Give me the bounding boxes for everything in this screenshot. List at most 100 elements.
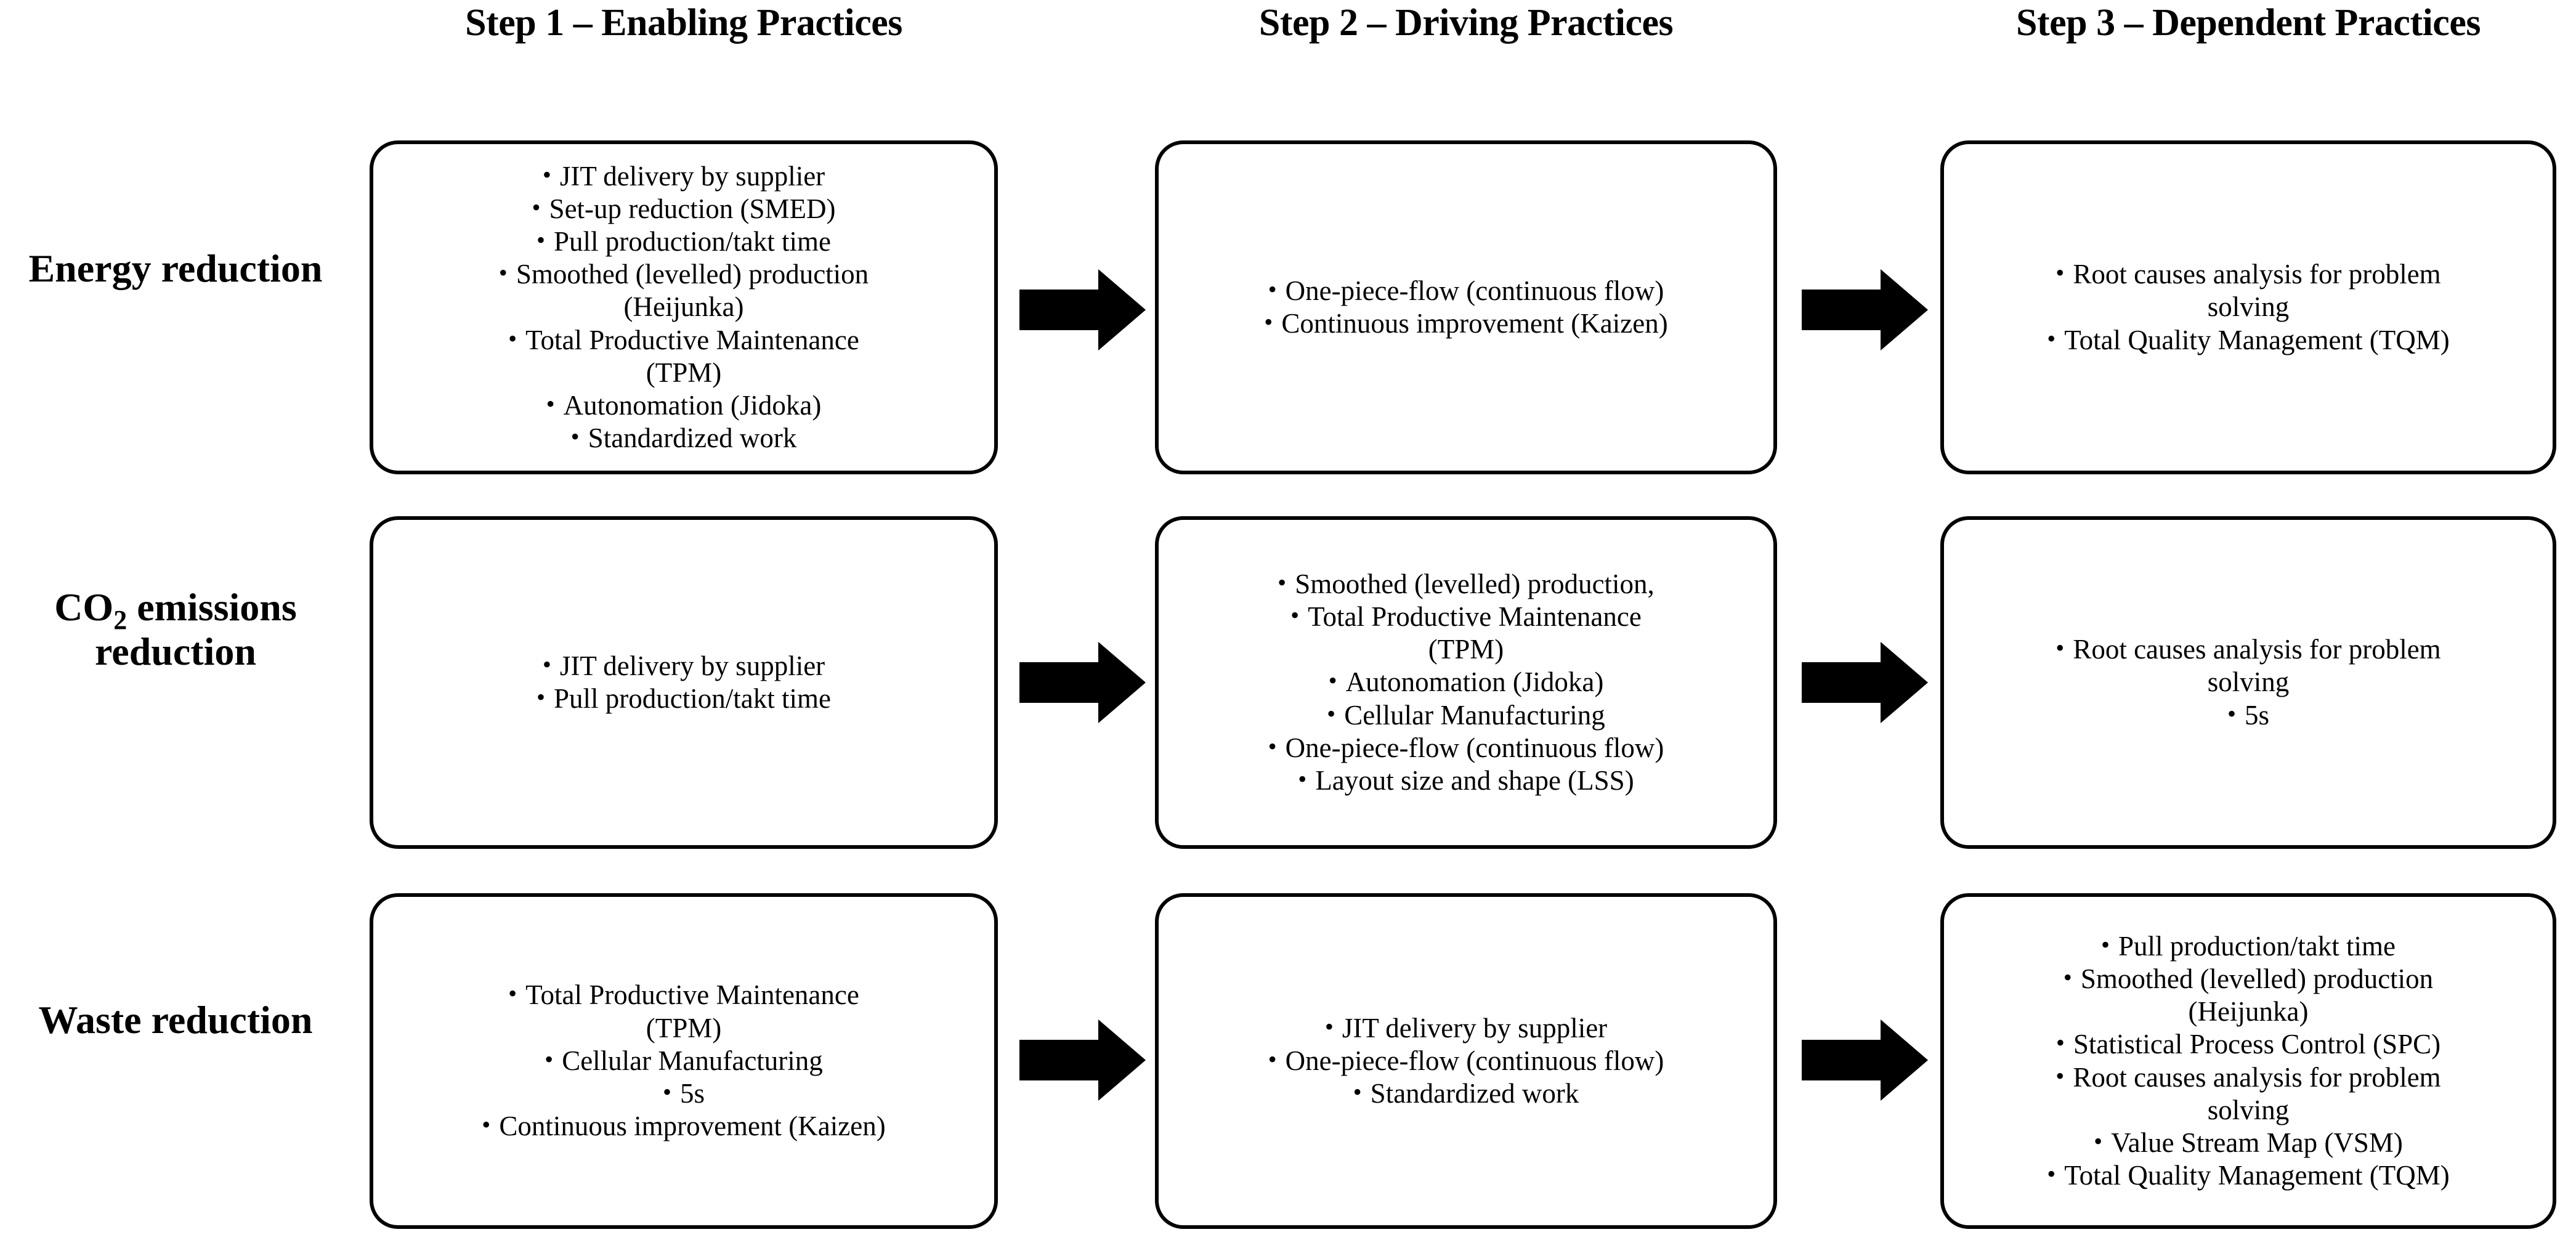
arrow-co2-step1-to-step2	[1019, 642, 1146, 723]
bullet-icon: •	[2056, 259, 2065, 287]
bullet-icon: •	[1264, 308, 1273, 336]
list-item-label: Layout size and shape (LSS)	[1315, 764, 1634, 796]
bullet-icon: •	[1328, 667, 1337, 695]
list-item: • Total Productive Maintenance (TPM)	[373, 979, 994, 1045]
list-item: •Value Stream Map (VSM)	[1944, 1127, 2553, 1159]
list-item: •Root causes analysis for problem solvin…	[1944, 1061, 2553, 1127]
list-item-label: Standardized work	[1370, 1078, 1579, 1109]
bullet-icon: •	[2047, 1160, 2056, 1188]
co2-label-main: CO	[54, 585, 114, 629]
bullet-list: •Total Productive Maintenance (TPM)•Cell…	[373, 979, 994, 1143]
practice-box-energy-step1: • JIT delivery by supplier•Set-up reducti…	[370, 140, 998, 474]
bullet-icon: •	[1268, 1045, 1277, 1073]
list-item: •Total Productive Maintenance (TPM)	[1159, 601, 1773, 666]
bullet-list: •Smoothed (levelled) production,•Total P…	[1159, 568, 1773, 797]
list-item: •Pull production/takt time	[373, 225, 994, 258]
list-item-label: 5s	[680, 1078, 705, 1109]
list-item: • Autonomation (Jidoka)	[1159, 666, 1773, 699]
list-item: • Total Productive Maintenance (TPM)	[373, 324, 994, 389]
list-item: •One-piece-flow (continuous flow)	[1159, 1045, 1773, 1077]
list-item-label: Pull production/takt time	[2118, 930, 2396, 962]
row-label-energy-reduction: Energy reduction	[28, 246, 323, 290]
bullet-list: • Pull production/takt time • Smoothed (lev…	[1944, 930, 2553, 1193]
practice-box-co2-step3: • Root causes analysis for problem solvin…	[1940, 516, 2556, 849]
list-item: • Continuous improvement (Kaizen)	[1159, 307, 1773, 340]
bullet-list: • JIT delivery by supplier•Set-up reducti…	[373, 160, 994, 455]
list-item-label: Standardized work	[588, 423, 797, 454]
list-item-label: Smoothed (levelled) production (Heijunka…	[2080, 963, 2434, 1027]
column-header-row: Step 1 – Enabling Practices Step 2 – Dri…	[0, 0, 2576, 139]
list-item: •Cellular Manufacturing	[373, 1045, 994, 1077]
bullet-icon: •	[482, 1111, 491, 1139]
list-item-label: One-piece-flow (continuous flow)	[1285, 732, 1664, 763]
bullet-icon: •	[537, 683, 546, 711]
list-item-label: Continuous improvement (Kaizen)	[499, 1111, 886, 1142]
bullet-icon: •	[2094, 1127, 2103, 1155]
list-item: • Root causes analysis for problem solvin…	[1944, 258, 2553, 324]
list-item-label: Pull production/takt time	[554, 226, 831, 257]
list-item-label: Total Productive Maintenance (TPM)	[525, 324, 859, 388]
practice-box-co2-step1: •JIT delivery by supplier•Pull productio…	[370, 516, 998, 849]
bullet-list: •JIT delivery by supplier•Pull productio…	[373, 650, 994, 716]
list-item-label: Pull production/takt time	[554, 683, 831, 714]
bullet-icon: •	[542, 650, 551, 678]
list-item-label: 5s	[2245, 699, 2270, 731]
list-item-label: Continuous improvement (Kaizen)	[1281, 308, 1668, 339]
bullet-list: • Root causes analysis for problem solvin…	[1944, 258, 2553, 357]
list-item-label: JIT delivery by supplier	[1342, 1012, 1608, 1043]
arrow-waste-step1-to-step2	[1019, 1019, 1146, 1101]
list-item-label: Smoothed (levelled) production,	[1295, 568, 1655, 599]
bullet-icon: •	[1327, 699, 1336, 727]
arrow-energy-step2-to-step3	[1802, 269, 1928, 351]
list-item-label: Total Productive Maintenance (TPM)	[525, 979, 859, 1043]
bullet-icon: •	[2063, 963, 2072, 991]
co2-label-subscript: 2	[113, 605, 128, 635]
list-item-label: JIT delivery by supplier	[559, 160, 825, 192]
list-item: •Total Quality Management (TQM)	[1944, 1159, 2553, 1192]
list-item: •Set-up reduction (SMED)	[373, 193, 994, 225]
list-item: • Smoothed (levelled) production (Heijunk…	[1944, 963, 2553, 1028]
list-item: • Continuous improvement (Kaizen)	[373, 1110, 994, 1143]
list-item: • Layout size and shape (LSS)	[1159, 764, 1773, 797]
bullet-icon: •	[2056, 1029, 2065, 1057]
list-item: •Standardized work	[373, 422, 994, 455]
list-item-label: Root causes analysis for problem solving	[2073, 634, 2441, 698]
list-item: • Pull production/takt time	[373, 683, 994, 715]
list-item-label: Autonomation (Jidoka)	[1345, 667, 1604, 698]
bullet-icon: •	[1353, 1078, 1362, 1106]
list-item: •Autonomation (Jidoka)	[373, 389, 994, 422]
list-item-label: Smoothed (levelled) production (Heijunka…	[516, 259, 869, 323]
list-item: •Total Quality Management (TQM)	[1944, 324, 2553, 357]
bullet-icon: •	[1278, 568, 1287, 596]
practice-box-energy-step3: • Root causes analysis for problem solvin…	[1940, 140, 2556, 474]
bullet-icon: •	[532, 193, 541, 221]
bullet-icon: •	[508, 979, 517, 1008]
list-item-label: Statistical Process Control (SPC)	[2073, 1029, 2441, 1060]
bullet-icon: •	[2101, 930, 2110, 958]
list-item: •Smoothed (levelled) production (Heijunk…	[373, 258, 994, 323]
bullet-icon: •	[662, 1078, 671, 1106]
list-item-label: Total Productive Maintenance (TPM)	[1308, 601, 1642, 665]
practice-box-waste-step3: • Pull production/takt time • Smoothed (lev…	[1940, 893, 2556, 1229]
bullet-icon: •	[2056, 634, 2065, 662]
bullet-list: •One-piece-flow (continuous flow)•Contin…	[1159, 275, 1773, 341]
bullet-icon: •	[542, 160, 551, 188]
practice-box-waste-step2: • JIT delivery by supplier•One-piece-flow…	[1155, 893, 1777, 1229]
practice-box-co2-step2: •Smoothed (levelled) production,•Total P…	[1155, 516, 1777, 849]
list-item: •JIT delivery by supplier	[373, 650, 994, 683]
column-header-step2: Step 2 – Driving Practices	[1258, 2, 1674, 44]
list-item: • Smoothed (levelled) production,	[1159, 568, 1773, 601]
bullet-icon: •	[545, 1045, 554, 1073]
list-item: •5s	[1944, 699, 2553, 732]
list-item-label: Root causes analysis for problem solving	[2073, 259, 2441, 323]
list-item: • 5s	[373, 1077, 994, 1110]
bullet-icon: •	[1298, 764, 1307, 793]
bullet-icon: •	[1268, 275, 1277, 303]
row-label-co2-emissions-reduction: CO2 emissions reduction	[0, 585, 351, 675]
list-item: •One-piece-flow (continuous flow)	[1159, 732, 1773, 764]
list-item-label: One-piece-flow (continuous flow)	[1285, 275, 1664, 306]
list-item: • Statistical Process Control (SPC)	[1944, 1028, 2553, 1061]
bullet-icon: •	[508, 324, 517, 352]
list-item-label: Root causes analysis for problem solving	[2073, 1061, 2441, 1125]
